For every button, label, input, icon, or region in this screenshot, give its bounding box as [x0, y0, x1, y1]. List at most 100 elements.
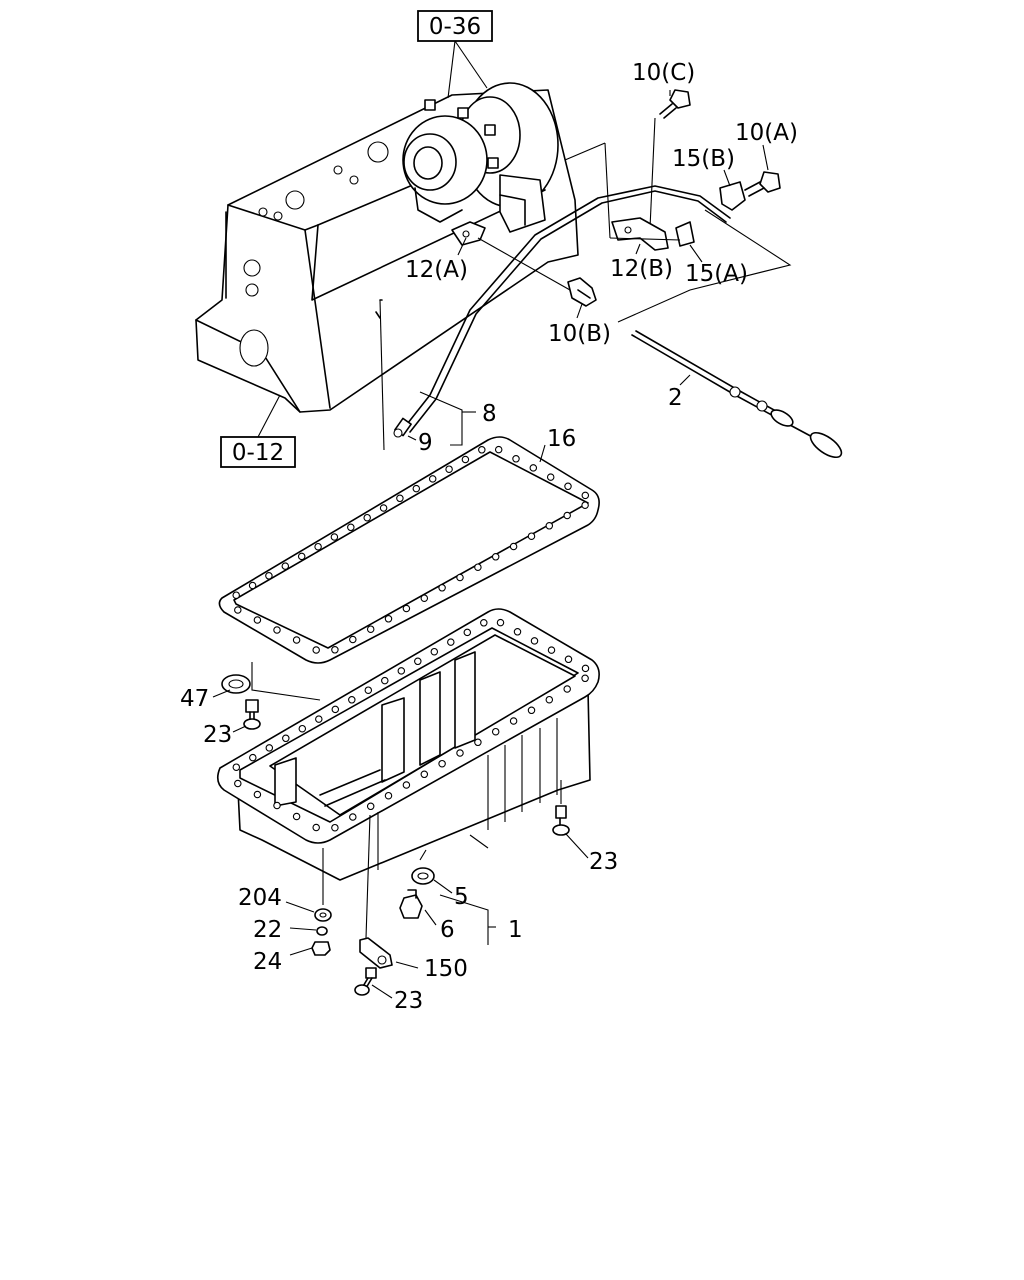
leader-frame-a	[604, 142, 611, 239]
label-10c: 10(C)	[632, 60, 695, 86]
nut-24	[311, 941, 331, 956]
oil-pan-gasket	[218, 436, 600, 664]
clip-15a	[675, 221, 695, 247]
bolt-hole	[297, 552, 306, 561]
bolt-hole	[330, 533, 339, 541]
bolt-hole	[347, 523, 355, 532]
bolt-hole	[420, 594, 429, 602]
bolt-hole	[420, 770, 429, 779]
bolt-hole	[384, 615, 393, 623]
label-12b: 12(B)	[610, 256, 673, 282]
oil-pan-bolt-holes	[232, 618, 590, 832]
bolt-hole	[513, 628, 522, 636]
bolt-hole	[463, 628, 472, 637]
bolt-hole	[253, 790, 262, 799]
label-8: 8	[482, 401, 497, 427]
bolt-hole	[232, 591, 240, 599]
bolt-hole	[491, 727, 500, 736]
bolt-hole	[491, 553, 500, 561]
bolt-hole	[265, 572, 273, 580]
plug-47	[221, 662, 321, 701]
bolt-hole	[564, 482, 572, 491]
bolt-hole	[253, 616, 262, 624]
bolt-hole	[438, 759, 446, 768]
label-2: 2	[668, 385, 683, 411]
bolt-hole	[249, 753, 257, 762]
bolt-hole	[381, 676, 389, 685]
bracket-150	[359, 814, 393, 969]
ref-0-12-label: 0-12	[232, 440, 284, 466]
leader-frame-c	[617, 209, 792, 323]
bolt-hole	[456, 573, 464, 582]
label-204: 204	[238, 885, 282, 911]
bolt-hole	[529, 464, 538, 472]
label-22: 22	[253, 917, 282, 943]
bolt-hole	[366, 802, 375, 811]
ref-0-36-label: 0-36	[429, 14, 481, 40]
bolt-hole	[265, 744, 274, 752]
clip-15b	[719, 181, 746, 211]
dipstick-guide-tube	[379, 185, 731, 451]
gasket-bolt-holes	[232, 445, 590, 654]
label-24: 24	[253, 949, 282, 975]
bolt-hole	[438, 584, 446, 592]
bolt-hole	[234, 606, 242, 614]
bolt-hole	[396, 494, 404, 503]
bolt-hole	[292, 812, 301, 821]
bolt-hole	[282, 734, 290, 743]
ref-0-36: 0-36	[417, 10, 493, 99]
bolt-hole	[292, 636, 301, 644]
bolt-hole	[509, 717, 518, 725]
bolt-hole	[563, 685, 571, 693]
bolt-hole	[412, 484, 421, 493]
bolt-hole	[512, 455, 520, 463]
bolt-hole	[331, 823, 339, 832]
bolt-hole	[402, 604, 411, 613]
bolt-hole	[366, 625, 375, 633]
bolt-hole	[564, 655, 573, 664]
washer-204	[314, 848, 332, 922]
label-10a: 10(A)	[735, 120, 798, 146]
dipstick	[631, 330, 843, 459]
bolt-hole	[581, 501, 589, 509]
bolt-hole	[563, 511, 571, 520]
label-1: 1	[508, 917, 523, 943]
bolt-23-right	[552, 780, 570, 836]
label-5: 5	[454, 884, 469, 910]
label-15b: 15(B)	[672, 146, 735, 172]
bolt-hole	[281, 562, 290, 570]
bolt-hole	[402, 781, 411, 789]
oil-pan	[216, 608, 600, 881]
label-16: 16	[547, 426, 576, 452]
label-10b: 10(B)	[548, 321, 611, 347]
bolt-hole	[384, 791, 393, 800]
washer-22	[316, 926, 328, 936]
bolt-hole	[232, 763, 241, 771]
bolt-hole	[545, 522, 554, 530]
bolt-hole	[545, 695, 554, 704]
bolt-hole	[581, 491, 590, 500]
bolt-hole	[314, 542, 322, 551]
bolt-10b	[567, 277, 597, 307]
bolt-23-left	[243, 699, 261, 730]
bolt-10c	[649, 89, 691, 229]
bolt-10a	[744, 171, 781, 197]
label-15a: 15(A)	[685, 261, 748, 287]
bolt-hole	[456, 749, 464, 757]
bolt-hole	[447, 638, 455, 646]
bolt-hole	[546, 473, 555, 481]
bolt-hole	[496, 618, 505, 627]
bolt-hole	[298, 724, 307, 733]
label-6: 6	[440, 917, 455, 943]
bolt-hole	[494, 445, 503, 454]
bolt-hole	[527, 706, 536, 715]
part-labels: 10(C) 10(A) 15(B) 12(A) 12(B) 15(A) 10(B…	[180, 60, 798, 1014]
bolt-hole	[234, 779, 242, 788]
bolt-hole	[430, 647, 439, 656]
bolt-hole	[312, 646, 320, 654]
turbocharger	[402, 82, 559, 233]
bolt-hole	[478, 446, 486, 454]
ref-0-12: 0-12	[220, 394, 296, 468]
drain-plug-6	[399, 889, 423, 919]
